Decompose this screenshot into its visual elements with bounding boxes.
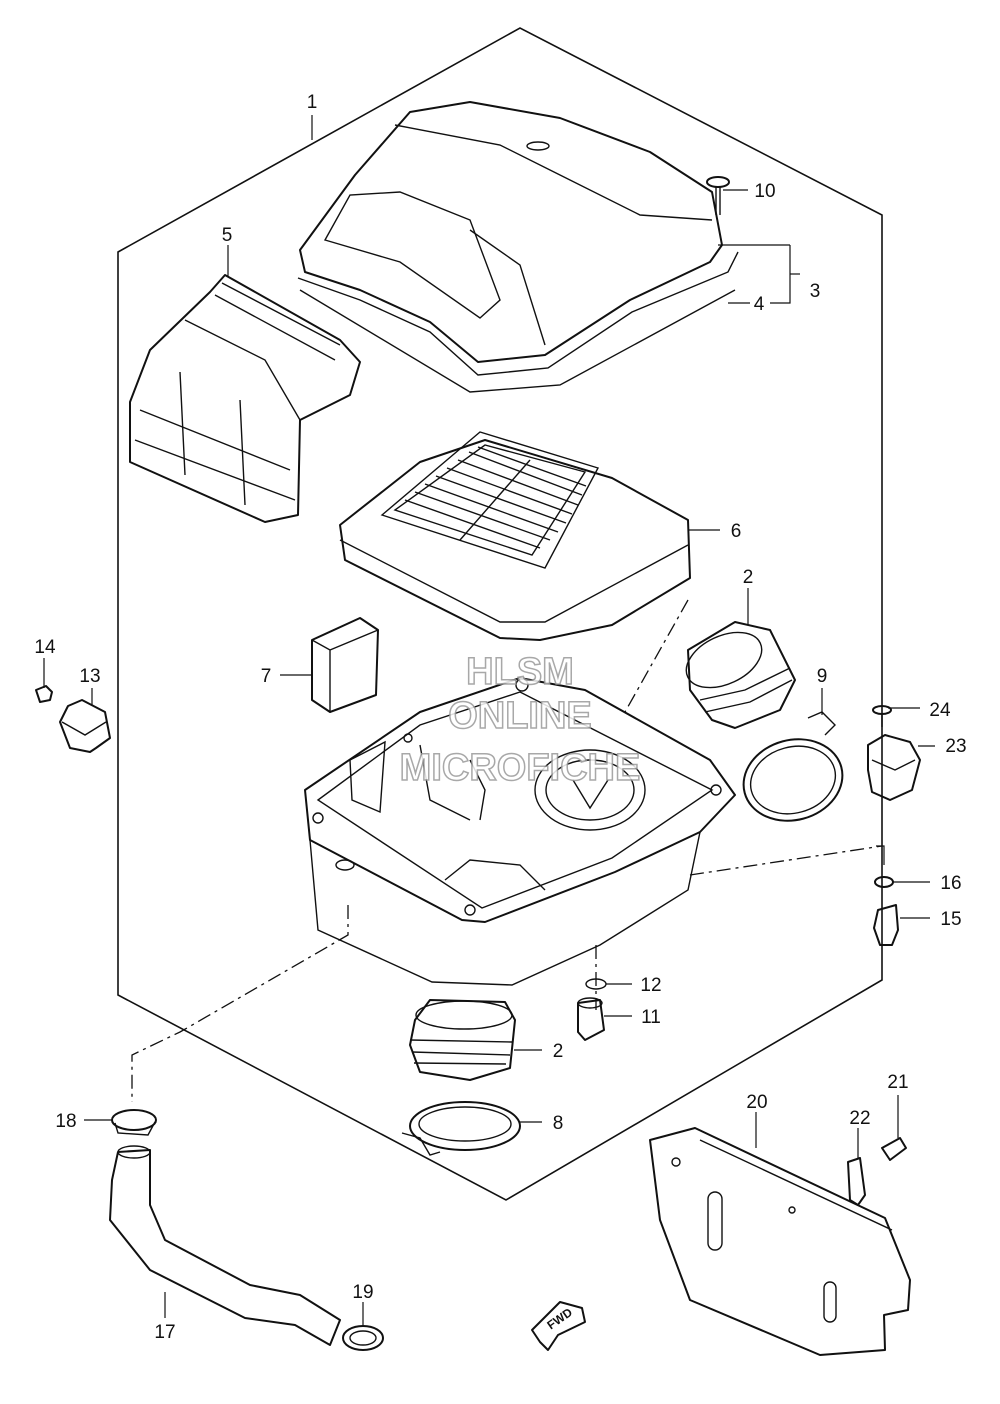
callout-10: 10 [754,181,775,202]
sensor-23 [867,734,921,801]
callout-14: 14 [34,637,56,658]
callout-15: 15 [940,909,961,930]
clamp-lower [401,1101,521,1156]
washer-16 [874,876,894,888]
callout-23: 23 [945,736,966,757]
screw-24 [872,705,892,727]
spacer-22 [847,1157,866,1206]
callout-18: 18 [55,1111,76,1132]
fwd-arrow-icon: FWD [531,1301,586,1351]
watermark-line-1: HLSM [466,651,574,693]
outlet-joint-upper [685,621,796,729]
sponge-block [311,617,379,713]
callout-20: 20 [746,1092,767,1113]
bolt-14 [35,685,53,703]
callout-3: 3 [810,281,821,302]
callout-4: 4 [754,294,765,315]
watermark-line-3: MICROFICHE [400,747,641,789]
leader-lines [43,115,935,1325]
drain-plug [577,997,605,1041]
callout-24: 24 [929,700,951,721]
drain-hose [109,1145,341,1346]
sensor-13 [59,699,111,753]
filter-pleats [404,446,587,549]
callout-17: 17 [154,1322,175,1343]
callout-6: 6 [731,521,742,542]
callout-12: 12 [640,975,661,996]
outlet-joint-lower [409,999,516,1081]
assembly-boundary [117,27,883,1201]
clamp-upper [742,711,844,822]
callout-2-upper: 2 [743,567,754,588]
air-cleaner-cap [297,101,739,393]
air-filter-element [339,431,691,641]
callout-2-lower: 2 [553,1041,564,1062]
plate-20 [649,1127,911,1356]
plug-15 [873,904,899,946]
callout-16: 16 [940,873,961,894]
clamp-18 [111,1109,157,1136]
callout-8: 8 [553,1113,564,1134]
intake-duct [129,274,361,523]
callout-1: 1 [307,92,318,113]
bolt-21 [881,1137,907,1161]
callout-11: 11 [641,1007,661,1028]
watermark-line-2: ONLINE [448,695,592,737]
watermark: HLSM ONLINE MICROFICHE [399,650,641,790]
clamp-19 [342,1325,384,1351]
callout-numbers: 1 2 2 3 4 5 6 7 8 9 10 11 12 13 14 15 16… [34,92,966,1343]
callout-5: 5 [222,225,233,246]
callout-9: 9 [817,666,828,687]
callout-21: 21 [887,1072,908,1093]
callout-19: 19 [352,1282,373,1303]
air-cleaner-case [304,677,736,986]
callout-22: 22 [849,1108,870,1129]
callout-7: 7 [261,666,272,687]
callout-13: 13 [79,666,100,687]
screw-10 [706,176,730,215]
